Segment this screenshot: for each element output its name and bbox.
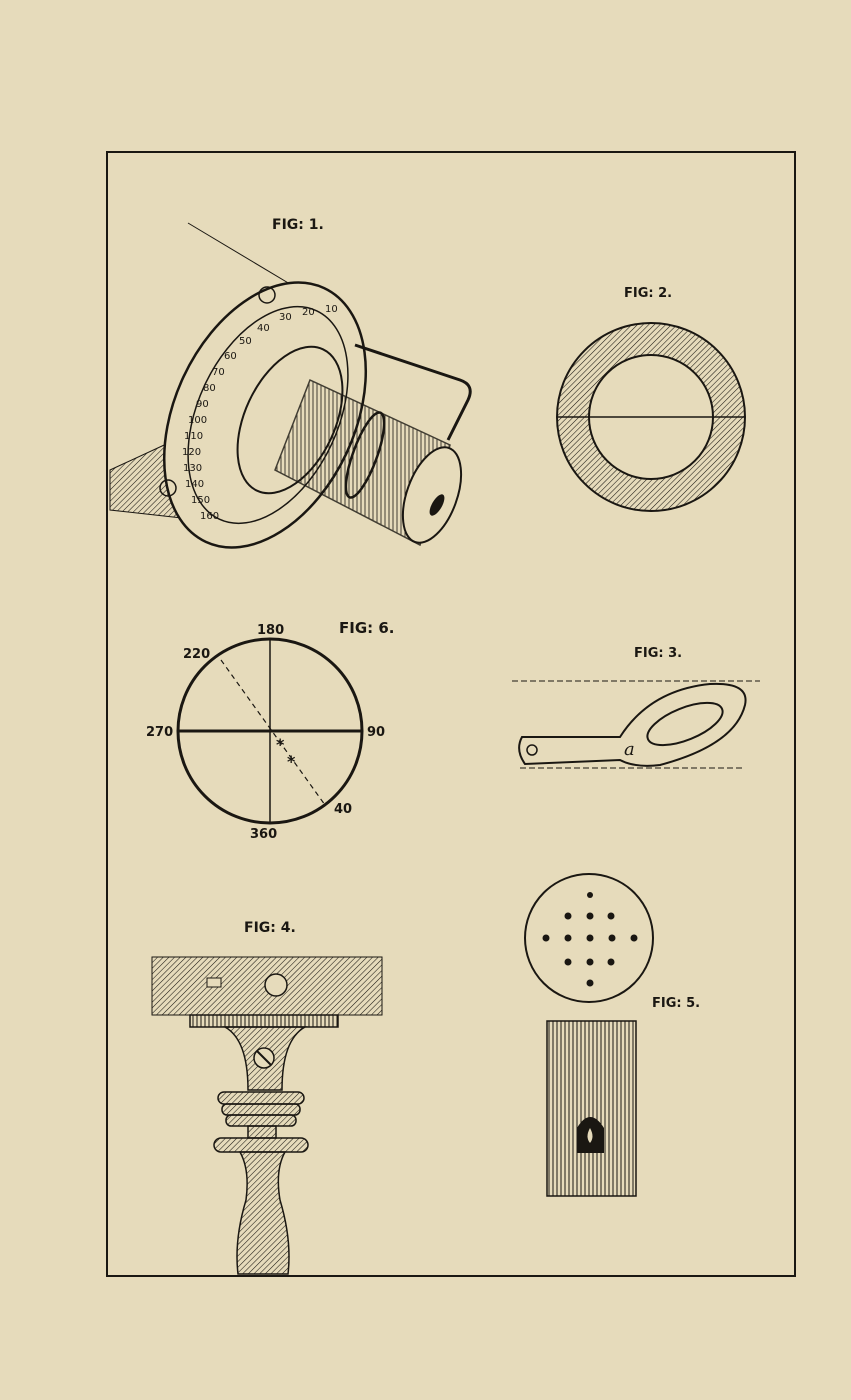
degree-40: 40 xyxy=(334,802,352,817)
degree-180: 180 xyxy=(257,623,284,638)
dial-number: 110 xyxy=(184,431,203,442)
degree-220: 220 xyxy=(183,647,210,662)
fig4-label: FIG: 4. xyxy=(244,920,296,936)
dial-number: 130 xyxy=(183,463,202,474)
dial-number: 10 xyxy=(325,304,338,315)
fig1-label: FIG: 1. xyxy=(272,217,324,233)
fig6-label: FIG: 6. xyxy=(339,619,395,637)
fig4-stand-illustration: FIG: 4. xyxy=(151,920,383,1275)
degree-90: 90 xyxy=(367,725,385,740)
dial-number: 70 xyxy=(212,367,225,378)
dial-number: 40 xyxy=(257,323,270,334)
fig5-label: FIG: 5. xyxy=(652,996,700,1011)
dial-number: 140 xyxy=(185,479,204,490)
fig1-goniometer-illustration: FIG: 1. 10 20 30 40 50 60 70 80 90 100 1… xyxy=(109,217,472,549)
degree-270: 270 xyxy=(146,725,173,740)
dial-number: 120 xyxy=(182,447,201,458)
dial-number: 50 xyxy=(239,336,252,347)
svg-text:*: * xyxy=(287,752,296,771)
fig3-spoon-illustration: FIG: 3. a xyxy=(512,646,760,769)
dial-number: 80 xyxy=(203,383,216,394)
dial-number: 150 xyxy=(191,495,210,506)
dial-number: 60 xyxy=(224,351,237,362)
dial-number: 20 xyxy=(302,307,315,318)
fig6-orientation-circle: FIG: 6. * * 180 220 270 90 40 360 xyxy=(146,619,395,842)
fig3-label: FIG: 3. xyxy=(634,646,682,661)
fig5-perforated-disc-illustration: FIG: 5. xyxy=(524,873,700,1197)
dial-number: 90 xyxy=(196,399,209,410)
fig3-part-letter: a xyxy=(624,739,635,760)
dial-number: 30 xyxy=(279,312,292,323)
dial-number: 100 xyxy=(188,415,207,426)
fig2-ring-illustration: FIG: 2. xyxy=(556,286,746,512)
fig2-label: FIG: 2. xyxy=(624,286,672,301)
plate-frame xyxy=(106,151,796,1277)
degree-360: 360 xyxy=(250,827,277,842)
svg-text:*: * xyxy=(276,735,285,754)
dial-number: 160 xyxy=(200,511,219,522)
